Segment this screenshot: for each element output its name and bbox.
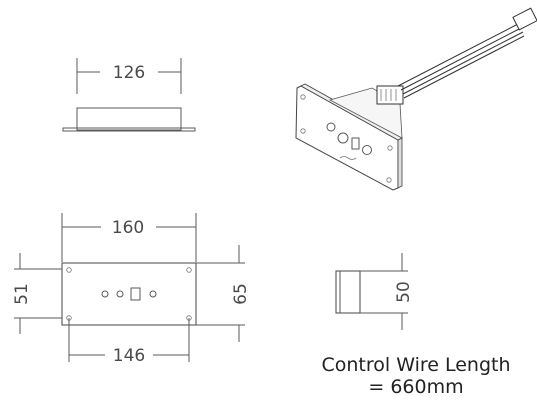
front-switch <box>130 287 141 301</box>
hole-spacing-label: 146 <box>113 346 145 366</box>
front-screw-tr <box>186 267 192 273</box>
iso-cable-3 <box>402 31 524 95</box>
iso-end-connector <box>512 7 537 31</box>
iso-button-3 <box>362 145 372 155</box>
front-panel <box>61 262 197 326</box>
front-width-label: 160 <box>112 218 144 238</box>
iso-screw-2 <box>300 128 306 134</box>
front-button-1 <box>101 290 109 298</box>
top-body <box>76 107 182 131</box>
iso-button-2 <box>337 132 349 144</box>
iso-view <box>295 7 537 191</box>
iso-cable-2 <box>400 27 522 91</box>
front-view: 160 51 65 146 <box>12 213 251 366</box>
side-height-label: 50 <box>394 281 414 303</box>
iso-screw-4 <box>386 177 392 183</box>
top-view: 126 <box>62 58 196 132</box>
iso-button-1 <box>326 122 336 132</box>
iso-logo-mark <box>339 156 357 160</box>
iso-cable-1 <box>397 23 519 87</box>
front-button-3 <box>149 290 157 298</box>
iso-switch <box>351 137 360 150</box>
iso-panel-side <box>397 137 403 189</box>
right-height-label: 65 <box>231 283 251 305</box>
top-flange <box>62 127 196 132</box>
iso-screw-3 <box>387 145 393 151</box>
iso-screw-1 <box>300 94 306 100</box>
control-wire-note: Control Wire Length = 660mm <box>296 354 536 398</box>
left-height-label: 51 <box>12 283 32 305</box>
note-line-1: Control Wire Length <box>321 354 511 376</box>
iso-cable-4 <box>403 35 525 99</box>
side-view: 50 <box>335 253 414 330</box>
iso-connector <box>376 85 404 105</box>
front-screw-tl <box>66 267 72 273</box>
front-button-2 <box>116 290 124 298</box>
top-width-label: 126 <box>113 63 145 83</box>
note-line-2: = 660mm <box>368 376 464 398</box>
